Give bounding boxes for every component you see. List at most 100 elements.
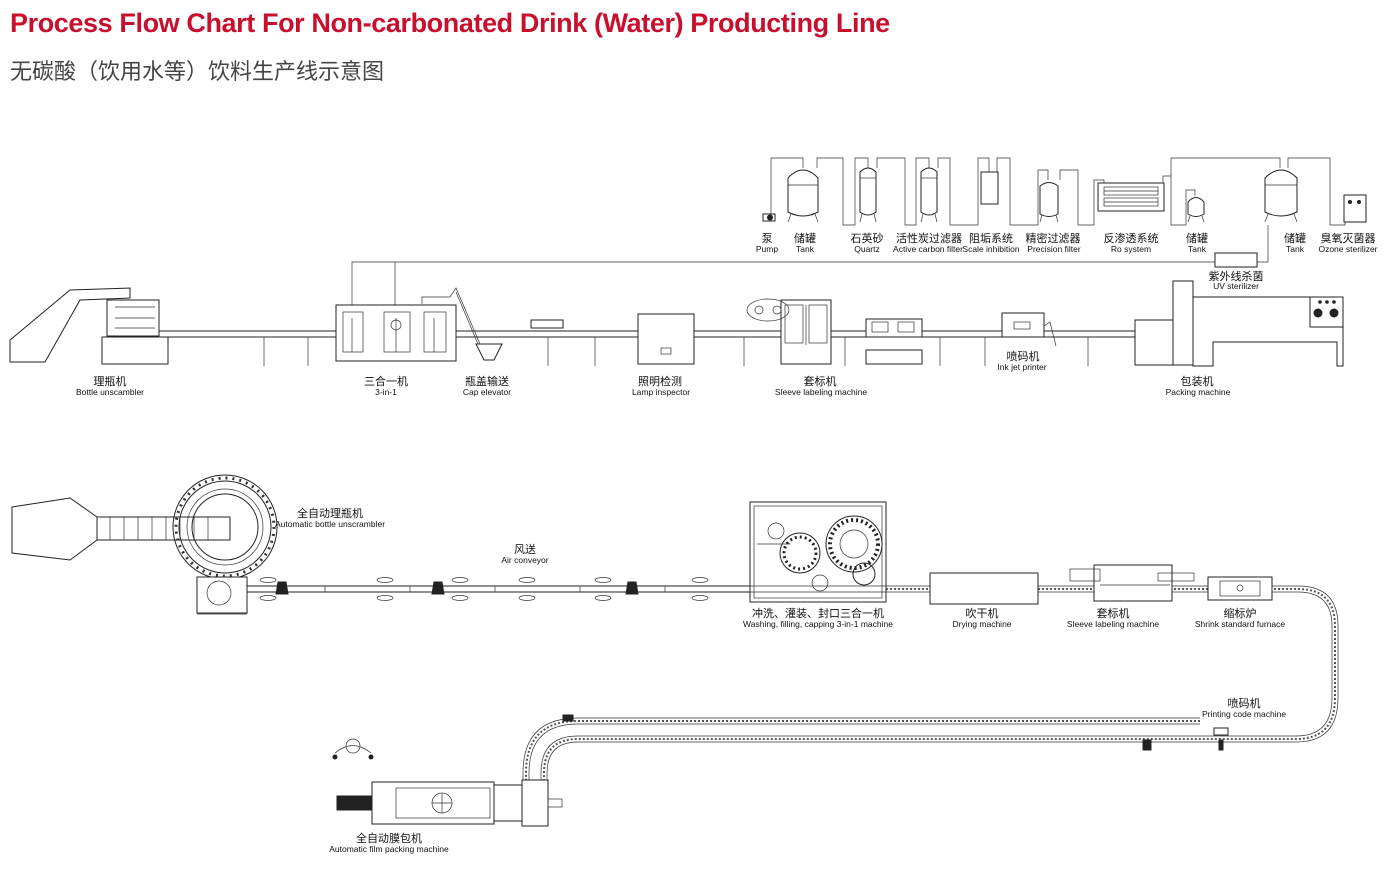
label-printing-code-machine: 喷码机 Printing code machine bbox=[1202, 696, 1286, 719]
svg-text:Tank: Tank bbox=[1286, 244, 1305, 254]
svg-text:Packing machine: Packing machine bbox=[1166, 387, 1231, 397]
page-title: Process Flow Chart For Non-carbonated Dr… bbox=[10, 8, 890, 38]
label-bottle-unscrambler: 理瓶机 Bottle unscambler bbox=[76, 374, 144, 397]
svg-text:Scale inhibition: Scale inhibition bbox=[962, 244, 1019, 254]
sleeve-labeling-machine bbox=[746, 298, 923, 365]
svg-text:Sleeve labeling machine: Sleeve labeling machine bbox=[775, 387, 867, 397]
label-quartz: 石英砂 Quartz bbox=[851, 231, 884, 254]
label-cap-elevator: 瓶盖输送 Cap elevator bbox=[463, 374, 511, 397]
svg-text:Tank: Tank bbox=[796, 244, 815, 254]
svg-text:瓶盖输送: 瓶盖输送 bbox=[465, 374, 509, 388]
scale-inhibition-icon bbox=[980, 171, 999, 205]
svg-text:UV sterilizer: UV sterilizer bbox=[1213, 281, 1259, 291]
svg-text:Sleeve labeling machine: Sleeve labeling machine bbox=[1067, 619, 1159, 629]
svg-text:Pump: Pump bbox=[756, 244, 778, 254]
svg-text:套标机: 套标机 bbox=[1097, 606, 1130, 620]
label-precision-filter: 精密过滤器 Precision filter bbox=[1026, 231, 1081, 254]
svg-text:Shrink standard furnace: Shrink standard furnace bbox=[1195, 619, 1286, 629]
svg-text:紫外线杀菌: 紫外线杀菌 bbox=[1209, 269, 1264, 283]
label-automatic-film-packing: 全自动膜包机 Automatic film packing machine bbox=[329, 831, 449, 854]
precision-filter-icon bbox=[1039, 182, 1059, 223]
svg-text:Cap elevator: Cap elevator bbox=[463, 387, 511, 397]
label-tank-3: 储罐 Tank bbox=[1284, 231, 1306, 254]
conveyor-box bbox=[530, 319, 564, 329]
bottle-unscrambler-machine bbox=[9, 287, 169, 365]
three-in-one-machine bbox=[335, 304, 457, 362]
tank-large-icon bbox=[1264, 169, 1298, 223]
svg-text:精密过滤器: 精密过滤器 bbox=[1026, 231, 1081, 245]
label-automatic-bottle-unscrambler: 全自动理瓶机 Automatic bottle unscrambler bbox=[275, 506, 385, 529]
svg-text:Air conveyor: Air conveyor bbox=[501, 555, 548, 565]
svg-text:缩标炉: 缩标炉 bbox=[1224, 606, 1257, 620]
svg-text:全自动理瓶机: 全自动理瓶机 bbox=[297, 506, 363, 520]
bottle-hopper bbox=[11, 497, 231, 561]
washing-filling-capping-machine bbox=[749, 501, 887, 603]
tank-icon bbox=[787, 169, 819, 223]
svg-text:Automatic bottle unscrambler: Automatic bottle unscrambler bbox=[275, 519, 385, 529]
svg-text:Quartz: Quartz bbox=[854, 244, 880, 254]
label-drying-machine: 吹干机 Drying machine bbox=[952, 606, 1011, 629]
tank-small-icon bbox=[1187, 197, 1205, 223]
svg-text:泵: 泵 bbox=[762, 232, 773, 245]
svg-text:照明检测: 照明检测 bbox=[638, 374, 682, 388]
label-sleeve-labeling: 套标机 Sleeve labeling machine bbox=[775, 374, 867, 397]
svg-text:包装机: 包装机 bbox=[1181, 374, 1214, 388]
label-pump: 泵 Pump bbox=[756, 232, 778, 254]
label-air-conveyor: 风送 Air conveyor bbox=[501, 542, 548, 565]
label-shrink-furnace: 缩标炉 Shrink standard furnace bbox=[1195, 606, 1286, 629]
svg-text:储罐: 储罐 bbox=[794, 231, 816, 245]
svg-text:3-in-1: 3-in-1 bbox=[375, 387, 397, 397]
svg-text:理瓶机: 理瓶机 bbox=[94, 374, 127, 388]
label-packing-machine: 包装机 Packing machine bbox=[1166, 374, 1231, 397]
label-lamp-inspector: 照明检测 Lamp inspector bbox=[632, 374, 690, 397]
label-tank: 储罐 Tank bbox=[794, 231, 816, 254]
operator-icon bbox=[332, 738, 374, 760]
pump-icon bbox=[762, 213, 776, 222]
sleeve-labeling-machine-2 bbox=[1069, 564, 1195, 602]
svg-text:储罐: 储罐 bbox=[1284, 231, 1306, 245]
svg-text:吹干机: 吹干机 bbox=[966, 606, 999, 620]
svg-text:冲洗、灌装、封口三合一机: 冲洗、灌装、封口三合一机 bbox=[752, 606, 884, 620]
svg-text:全自动膜包机: 全自动膜包机 bbox=[356, 831, 422, 845]
svg-text:臭氧灭菌器: 臭氧灭菌器 bbox=[1321, 231, 1376, 245]
automatic-bottle-unscrambler bbox=[172, 474, 278, 615]
label-uv-sterilizer: 紫外线杀菌 UV sterilizer bbox=[1209, 269, 1264, 291]
label-tank-2: 储罐 Tank bbox=[1186, 231, 1208, 254]
label-sleeve-labeling-2: 套标机 Sleeve labeling machine bbox=[1067, 606, 1159, 629]
shrink-furnace bbox=[1207, 576, 1273, 601]
svg-text:Ozone sterilizer: Ozone sterilizer bbox=[1318, 244, 1377, 254]
svg-text:Lamp inspector: Lamp inspector bbox=[632, 387, 690, 397]
svg-text:风送: 风送 bbox=[514, 542, 536, 556]
svg-text:Automatic film packing machine: Automatic film packing machine bbox=[329, 844, 449, 854]
svg-text:Precision filter: Precision filter bbox=[1027, 244, 1081, 254]
air-conveyor bbox=[247, 577, 750, 601]
svg-text:套标机: 套标机 bbox=[804, 374, 837, 388]
svg-text:Printing code machine: Printing code machine bbox=[1202, 709, 1286, 719]
drying-machine bbox=[929, 572, 1039, 605]
printing-code-machine bbox=[562, 714, 1229, 751]
svg-text:Ink jet printer: Ink jet printer bbox=[997, 362, 1046, 372]
label-scale-inhibition: 阻垢系统 Scale inhibition bbox=[962, 232, 1019, 254]
svg-text:Ro system: Ro system bbox=[1111, 244, 1151, 254]
ro-system-icon bbox=[1097, 182, 1165, 212]
lamp-inspector-machine bbox=[637, 313, 695, 365]
label-washing-filling-capping: 冲洗、灌装、封口三合一机 Washing, filling, capping 3… bbox=[743, 606, 893, 629]
svg-text:喷码机: 喷码机 bbox=[1007, 349, 1040, 363]
label-active-carbon-filter: 活性炭过滤器 Active carbon filter bbox=[893, 231, 963, 254]
svg-text:Active carbon filter: Active carbon filter bbox=[893, 244, 963, 254]
svg-text:活性炭过滤器: 活性炭过滤器 bbox=[896, 231, 962, 245]
label-ink-jet-printer: 喷码机 Ink jet printer bbox=[997, 349, 1046, 372]
packing-machine bbox=[1134, 280, 1344, 367]
svg-text:Washing, filling, capping 3-in: Washing, filling, capping 3-in-1 machine bbox=[743, 619, 893, 629]
svg-text:Drying machine: Drying machine bbox=[952, 619, 1011, 629]
label-ro-system: 反渗透系统 Ro system bbox=[1104, 231, 1159, 254]
svg-text:反渗透系统: 反渗透系统 bbox=[1104, 231, 1159, 245]
main-conveyor bbox=[522, 585, 1339, 790]
active-carbon-filter-icon bbox=[920, 167, 938, 223]
svg-text:Bottle unscambler: Bottle unscambler bbox=[76, 387, 144, 397]
label-three-in-one: 三合一机 3-in-1 bbox=[364, 374, 408, 397]
page-subtitle: 无碳酸（饮用水等）饮料生产线示意图 bbox=[10, 60, 385, 85]
label-ozone-sterilizer: 臭氧灭菌器 Ozone sterilizer bbox=[1318, 231, 1377, 254]
ozone-sterilizer-icon bbox=[1343, 194, 1367, 223]
ink-jet-printer-machine bbox=[1001, 312, 1057, 347]
